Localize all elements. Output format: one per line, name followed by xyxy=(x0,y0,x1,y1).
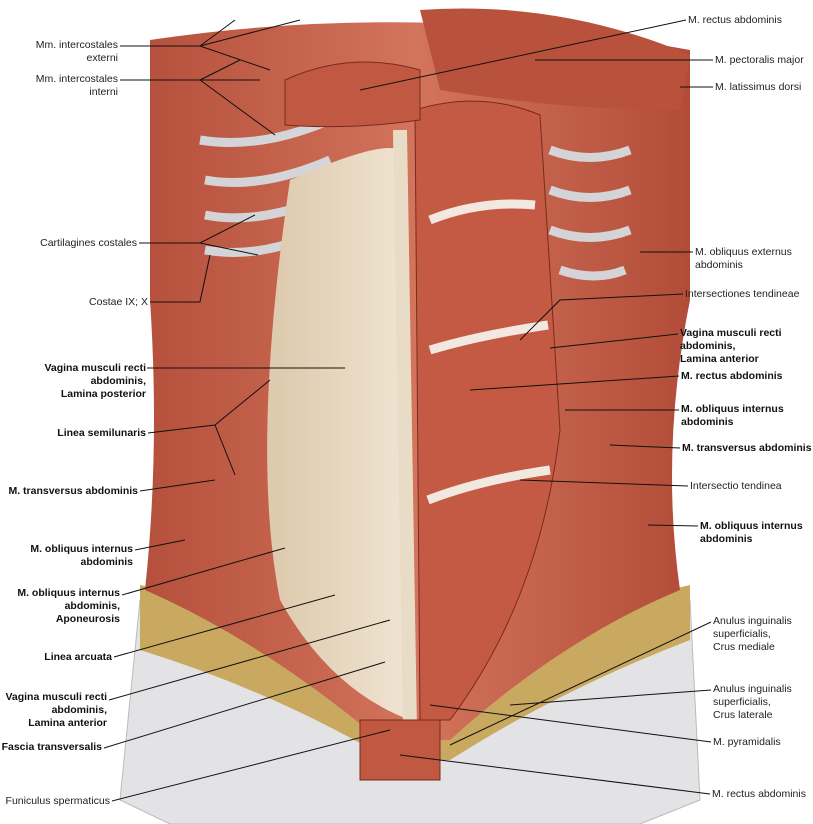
label-linea-arcuata: Linea arcuata xyxy=(44,651,112,663)
label-vagina-lamina-anterior-left: Vagina musculi recti abdominis, Lamina a… xyxy=(5,691,107,729)
label-cartilagines-costales: Cartilagines costales xyxy=(40,237,137,249)
label-vagina-lamina-anterior-right: Vagina musculi recti abdominis, Lamina a… xyxy=(680,327,782,365)
rectus-abdominis xyxy=(414,100,561,721)
label-m-obliquus-internus-left: M. obliquus internus abdominis xyxy=(30,543,133,568)
label-fascia-transversalis: Fascia transversalis xyxy=(1,741,102,753)
label-anulus-crus-mediale: Anulus inguinalis superficialis, Crus me… xyxy=(713,615,792,653)
label-m-rectus-right: M. rectus abdominis xyxy=(681,370,783,382)
label-anulus-crus-laterale: Anulus inguinalis superficialis, Crus la… xyxy=(713,683,792,721)
rectus-upper-cut xyxy=(284,61,421,128)
label-obliquus-aponeurosis: M. obliquus internus abdominis, Aponeuro… xyxy=(17,587,120,625)
label-m-obliquus-externus: M. obliquus externus abdominis xyxy=(695,246,792,271)
ribs-right xyxy=(548,145,632,281)
label-m-obliquus-internus-right: M. obliquus internus abdominis xyxy=(681,403,784,428)
label-mm-intercostales-externi: Mm. intercostales externi xyxy=(35,39,118,64)
tendinous-intersections xyxy=(426,199,551,505)
label-linea-semilunaris: Linea semilunaris xyxy=(57,427,146,439)
label-costae: Costae IX; X xyxy=(89,296,148,308)
label-m-transversus-left: M. transversus abdominis xyxy=(8,485,138,497)
label-funiculus-spermaticus: Funiculus spermaticus xyxy=(5,795,110,807)
label-m-pectoralis-major: M. pectoralis major xyxy=(715,54,804,66)
label-vagina-lamina-posterior: Vagina musculi recti abdominis, Lamina p… xyxy=(44,362,146,400)
label-m-latissimus-dorsi: M. latissimus dorsi xyxy=(715,81,802,93)
label-m-pyramidalis: M. pyramidalis xyxy=(713,736,781,748)
posterior-rectus-sheath xyxy=(267,148,410,720)
rectus-lower-cut xyxy=(359,719,441,781)
linea-alba xyxy=(393,129,417,731)
label-m-rectus-bottom: M. rectus abdominis xyxy=(712,788,806,800)
leader-lines xyxy=(103,19,713,802)
label-m-rectus-top: M. rectus abdominis xyxy=(688,14,782,26)
label-m-transversus-right: M. transversus abdominis xyxy=(682,442,812,454)
label-intersectiones-tendineae: Intersectiones tendineae xyxy=(685,288,800,300)
label-intersectio-tendinea: Intersectio tendinea xyxy=(690,480,782,492)
label-mm-intercostales-interni: Mm. intercostales interni xyxy=(35,73,118,98)
label-m-obliquus-internus-lower-right: M. obliquus internus abdominis xyxy=(700,520,803,545)
